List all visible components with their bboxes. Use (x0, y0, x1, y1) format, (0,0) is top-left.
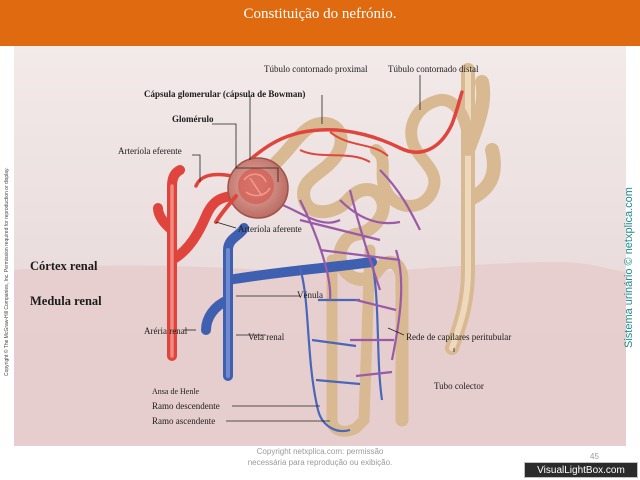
side-copyright-text: Copyright © The McGraw-Hill Companies, I… (4, 167, 10, 376)
watermark-line-2: necessária para reprodução ou exibição. (247, 458, 393, 467)
slide-area: Túbulo contornado proximal Túbulo contor… (0, 46, 640, 480)
label-arteriola-aferente: Arteríola aferente (238, 224, 302, 234)
watermark: Copyright netxplica.com: permissão neces… (190, 446, 450, 468)
leader-lines (184, 75, 455, 422)
peritubular-capillaries (269, 169, 421, 378)
label-ramo-ascendente: Ramo ascendente (152, 416, 216, 426)
label-capsula: Cápsula glomerular (cápsula de Bowman) (144, 89, 306, 99)
label-tubulo-proximal: Túbulo contornado proximal (264, 64, 368, 74)
label-venula: Vénula (297, 290, 323, 300)
afferent-arteriole (214, 194, 238, 224)
label-rede-capilares: Rede de capilares peritubular (406, 332, 512, 342)
label-arteriola-eferente: Arteríola eferente (118, 146, 182, 156)
label-tubo-colector: Tubo colector (434, 381, 484, 391)
brand-badge-link[interactable]: VisualLightBox.com (524, 462, 638, 478)
efferent-arteriole (194, 90, 464, 188)
side-source-text: Sistema urinário © netxplica.com (623, 187, 635, 348)
label-arteria-renal: Aréria renal (144, 326, 188, 336)
watermark-line-1: Copyright netxplica.com: permissão (256, 447, 384, 456)
page-number: 45 (590, 452, 599, 461)
slide-title: Constituição do nefrónio. (243, 6, 397, 22)
label-cortex: Córtex renal (30, 259, 98, 273)
title-bar: Constituição do nefrónio. (0, 0, 640, 46)
label-medula: Medula renal (30, 294, 102, 308)
nephron-diagram (14, 46, 626, 446)
label-ansa-henle: Ansa de Henle (152, 387, 200, 396)
label-veia-renal: Veia renal (248, 332, 285, 342)
label-tubulo-distal: Túbulo contornado distal (388, 64, 479, 74)
distal-tubule (370, 93, 475, 212)
label-glomerulo: Glomérulo (172, 114, 214, 124)
label-ramo-descendente: Ramo descendente (152, 401, 220, 411)
venous-capillaries (298, 261, 384, 433)
